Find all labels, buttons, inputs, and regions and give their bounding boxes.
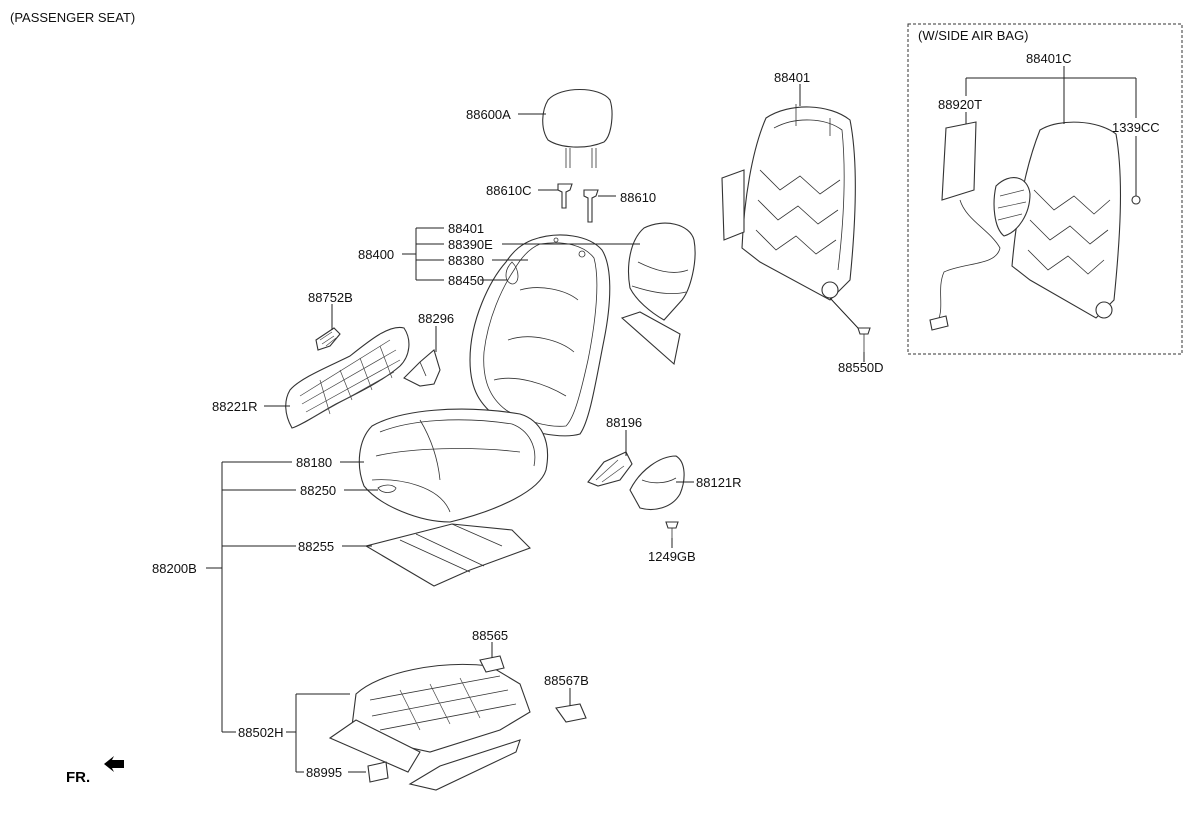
label-back-board: 88450 [448, 273, 484, 288]
label-shield-r: 88221R [212, 399, 258, 414]
clip-567-part [555, 703, 587, 723]
label-inset-frame: 88401C [1026, 51, 1072, 66]
cover-r-part [629, 455, 685, 511]
label-cover-r: 88121R [696, 475, 742, 490]
guide-c-part [557, 183, 573, 209]
inset-screw-part [1131, 195, 1141, 205]
inset-frame-part [993, 121, 1122, 319]
knob-b-part [315, 327, 341, 351]
cushion-heater-part [364, 523, 531, 587]
leader-lines [206, 66, 1137, 773]
seat-track-part [328, 663, 531, 791]
back-pad-part [620, 222, 696, 366]
label-cushion-heater: 88255 [298, 539, 334, 554]
bracket-296-part [403, 349, 441, 387]
inset-airbag-part [929, 121, 1001, 331]
label-guide-c: 88610C [486, 183, 532, 198]
label-headrest: 88600A [466, 107, 511, 122]
label-back-cover: 88390E [448, 237, 493, 252]
label-clip-565: 88565 [472, 628, 508, 643]
clip-565-part [479, 655, 505, 673]
inset-box [907, 23, 1183, 355]
screw-1249-part [665, 521, 679, 540]
inset-title: (W/SIDE AIR BAG) [918, 28, 1029, 43]
label-back-pad: 88380 [448, 253, 484, 268]
label-guide: 88610 [620, 190, 656, 205]
label-cushion-assy: 88200B [152, 561, 197, 576]
shield-r-part [285, 326, 410, 429]
front-indicator-label: FR. [66, 769, 90, 786]
guide-part [583, 189, 599, 223]
label-cushion-pad: 88180 [296, 455, 332, 470]
back-frame-part [721, 104, 856, 301]
label-inset-airbag: 88920T [938, 97, 982, 112]
seat-back-part [469, 234, 611, 437]
label-back-assy: 88400 [358, 247, 394, 262]
label-knob-b: 88752B [308, 290, 353, 305]
label-track-assy: 88502H [238, 725, 284, 740]
label-bracket-196: 88196 [606, 415, 642, 430]
label-clip-567: 88567B [544, 673, 589, 688]
headrest-part [542, 89, 613, 168]
seat-cushion-part [358, 408, 548, 523]
label-cushion-cover: 88250 [300, 483, 336, 498]
label-switch-995: 88995 [306, 765, 342, 780]
bracket-196-part [587, 451, 633, 487]
label-inset-screw: 1339CC [1112, 120, 1160, 135]
label-bolt-550: 88550D [838, 360, 884, 375]
label-screw-1249: 1249GB [648, 549, 696, 564]
switch-995-part [367, 761, 389, 783]
label-frame-top: 88401 [774, 70, 810, 85]
label-bracket-296: 88296 [418, 311, 454, 326]
diagram-title: (PASSENGER SEAT) [10, 10, 135, 25]
front-arrow-icon [104, 756, 124, 772]
label-back-frame: 88401 [448, 221, 484, 236]
bolt-550-part [857, 327, 871, 352]
